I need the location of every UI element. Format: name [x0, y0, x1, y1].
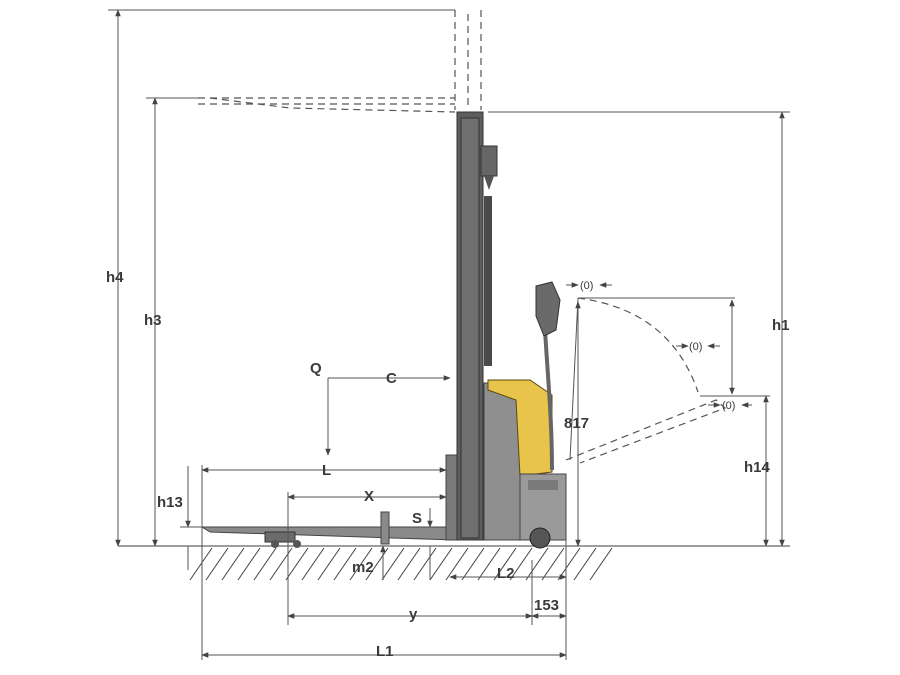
mast	[445, 111, 498, 541]
hatch-line	[397, 547, 421, 581]
hatch-line	[429, 547, 453, 581]
label-l1: L1	[376, 643, 394, 660]
tiller-swing-arc	[565, 297, 770, 464]
hatch-line	[285, 547, 309, 581]
hatch-line	[189, 547, 213, 581]
hatch-line	[205, 547, 229, 581]
ground-hatching	[118, 545, 790, 581]
label-817: 817	[564, 415, 589, 432]
tiller-arm	[535, 281, 561, 471]
hatch-line	[301, 547, 325, 581]
dimension-lines	[108, 9, 790, 660]
hatch-line	[365, 547, 389, 581]
label-m2: m2	[352, 559, 374, 576]
label-c: C	[386, 370, 397, 387]
hatch-line	[381, 547, 405, 581]
label-y: y	[409, 606, 418, 623]
label-h4: h4	[106, 269, 124, 286]
label-h3: h3	[144, 312, 162, 329]
hatch-line	[221, 547, 245, 581]
label-153: 153	[534, 597, 559, 614]
hatch-line	[573, 547, 597, 581]
truck-body	[483, 379, 567, 549]
hatch-line	[253, 547, 277, 581]
label-q: Q	[310, 360, 322, 377]
extended-mast-outline	[198, 10, 482, 113]
label-s: S	[412, 510, 422, 527]
label-h1: h1	[772, 317, 790, 334]
label-tiller-low: (0)	[722, 400, 735, 412]
label-h14: h14	[744, 459, 771, 476]
hatch-line	[349, 547, 373, 581]
label-l: L	[322, 462, 331, 479]
label-h13: h13	[157, 494, 183, 511]
label-tiller-top: (0)	[580, 280, 593, 292]
hatch-line	[237, 547, 261, 581]
hatch-line	[413, 547, 437, 581]
hatch-line	[333, 547, 357, 581]
label-x: X	[364, 488, 374, 505]
hatch-line	[317, 547, 341, 581]
label-tiller-mid: (0)	[689, 341, 702, 353]
label-l2: L2	[497, 565, 515, 582]
hatch-line	[589, 547, 613, 581]
dimension-labels: h4 h3 h1 h13 h14 Q C L X S m2 L2 y L1 81…	[106, 269, 790, 660]
